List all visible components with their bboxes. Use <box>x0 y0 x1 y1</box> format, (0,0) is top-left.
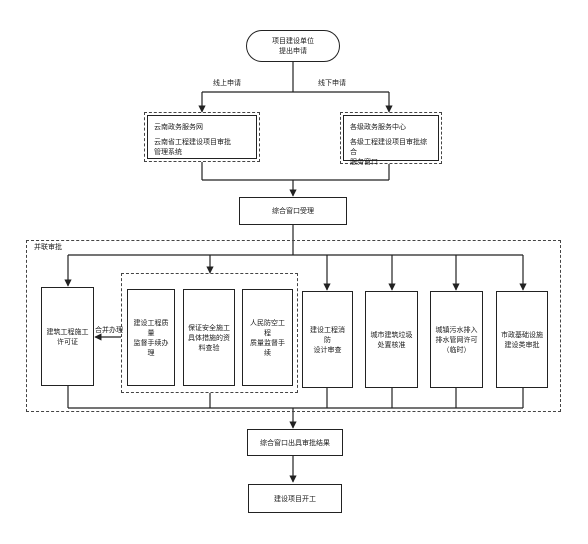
yunnan-portal-title: 云南政务服务网 <box>154 123 203 131</box>
project-start-node: 建设项目开工 <box>248 484 342 513</box>
quality-supervision-node: 建设工程质量 监督手续办理 <box>127 289 175 386</box>
construction-waste-node: 城市建筑垃圾 处置核准 <box>365 291 418 388</box>
online-portal-group <box>144 112 260 162</box>
service-center-title: 各级政务服务中心 <box>350 123 406 131</box>
sewage-discharge-permit-node: 城镇污水排入 排水管网许可 （临时） <box>430 291 483 388</box>
yunnan-system-label: 云南省工程建设项目审批 管理系统 <box>154 138 231 156</box>
parallel-approval-label: 并联审批 <box>34 243 62 251</box>
yunnan-portal-box: 云南政务服务网 云南省工程建设项目审批 管理系统 <box>147 115 257 159</box>
construction-permit-node: 建筑工程施工 许可证 <box>41 287 94 386</box>
safety-measures-node: 保证安全施工 具体措施的资 料查验 <box>183 289 235 386</box>
merge-handling-label: 合并办理 <box>95 326 123 334</box>
offline-apply-label: 线下申请 <box>318 79 346 87</box>
start-node: 项目建设单位 提出申请 <box>246 30 340 62</box>
service-center-box: 各级政务服务中心 各级工程建设项目审批综合 服务窗口 <box>343 115 439 166</box>
approval-result-node: 综合窗口出具审批结果 <box>247 429 343 456</box>
window-accept-node: 综合窗口受理 <box>239 197 347 225</box>
parallel-approval-region <box>26 240 561 412</box>
merged-procedures-group <box>121 273 298 393</box>
online-apply-label: 线上申请 <box>213 79 241 87</box>
municipal-infrastructure-node: 市政基础设施 建设类审批 <box>496 291 548 388</box>
fire-design-review-node: 建设工程消防 设计审查 <box>302 291 353 388</box>
service-window-label: 各级工程建设项目审批综合 服务窗口 <box>350 138 427 166</box>
offline-center-group <box>340 112 442 164</box>
civil-defense-node: 人民防空工程 质量监督手续 <box>242 289 293 386</box>
